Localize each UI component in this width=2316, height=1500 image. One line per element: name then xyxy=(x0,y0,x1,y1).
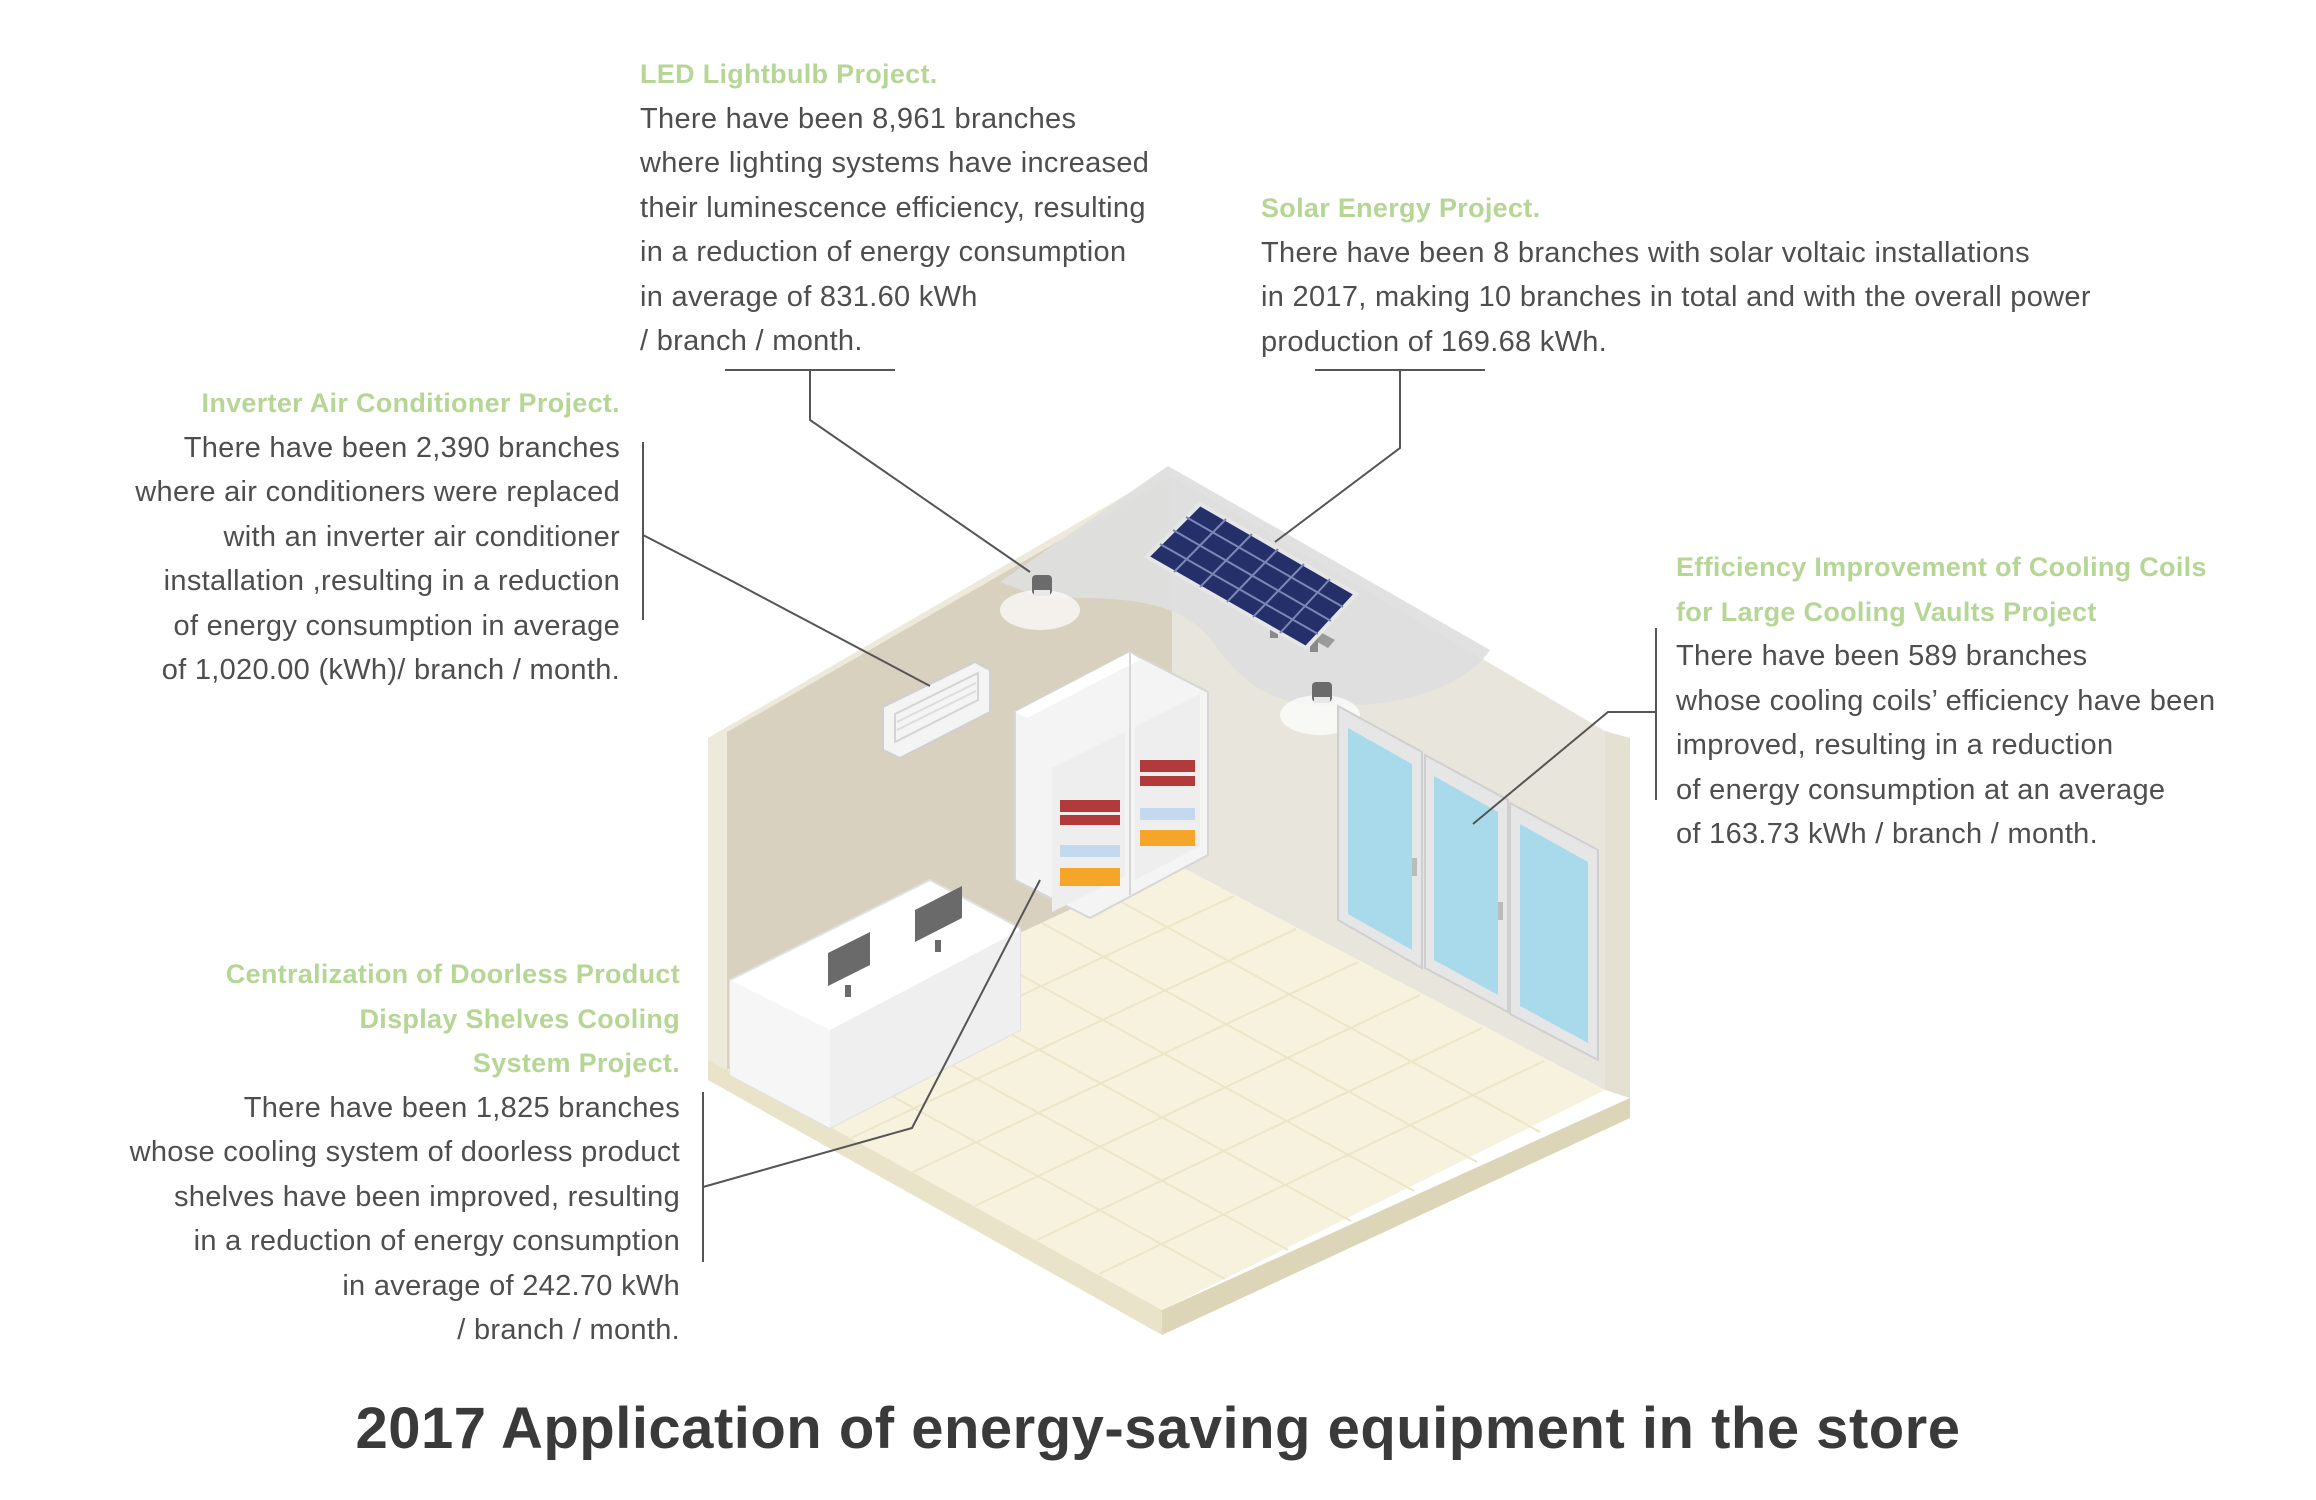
callout-coils-line: of energy consumption at an average xyxy=(1676,773,2166,806)
callout-centralization-line: There have been 1,825 branches xyxy=(243,1091,680,1124)
callout-centralization-title: Display Shelves Cooling xyxy=(359,1003,680,1034)
product-shelves xyxy=(1014,650,1209,920)
callout-solar-line: There have been 8 branches with solar vo… xyxy=(1261,236,2030,269)
callout-coils-line: whose cooling coils’ efficiency have bee… xyxy=(1676,684,2216,717)
callout-solar-energy: Solar Energy Project. There have been 8 … xyxy=(1261,186,2181,364)
callout-inverter-line: of energy consumption in average xyxy=(173,609,620,642)
air-conditioner xyxy=(882,660,991,760)
solar-panel xyxy=(1143,501,1360,652)
ceiling-light-1 xyxy=(1000,575,1080,630)
callout-centralization-line: / branch / month. xyxy=(457,1314,680,1346)
callout-cooling-coils: Efficiency Improvement of Cooling Coils … xyxy=(1676,545,2296,857)
callout-led-line: their luminescence efficiency, resulting xyxy=(640,191,1146,224)
callout-centralization-line: in average of 242.70 kWh xyxy=(342,1269,680,1302)
leader-led-2 xyxy=(809,370,1031,573)
cooling-vault xyxy=(1337,704,1599,1062)
floor-base-left xyxy=(708,1060,1162,1335)
callout-coils-line: of 163.73 kWh / branch / month. xyxy=(1676,818,2098,850)
callout-centralization-shelves: Centralization of Doorless Product Displ… xyxy=(90,952,680,1353)
callout-led-line: in a reduction of energy consumption xyxy=(640,236,1127,268)
callout-coils-title: Efficiency Improvement of Cooling Coils xyxy=(1676,552,2207,582)
callout-led-lightbulb: LED Lightbulb Project. There have been 8… xyxy=(640,52,1200,364)
callout-led-line: / branch / month. xyxy=(640,325,863,357)
leader-solar-2 xyxy=(1274,370,1401,543)
leader-inverter-2 xyxy=(642,534,931,687)
callout-coils-line: improved, resulting in a reduction xyxy=(1676,729,2114,761)
callout-centralization-title: System Project. xyxy=(472,1048,680,1078)
callout-inverter-line: installation ,resulting in a reduction xyxy=(163,565,620,597)
callout-inverter-ac: Inverter Air Conditioner Project. There … xyxy=(100,381,620,693)
callout-centralization-line: shelves have been improved, resulting xyxy=(174,1180,680,1213)
page-title: 2017 Application of energy-saving equipm… xyxy=(355,1396,1961,1461)
callout-coils-line: There have been 589 branches xyxy=(1676,640,2088,672)
checkout-counter xyxy=(729,878,1021,1130)
callout-inverter-line: where air conditioners were replaced xyxy=(135,476,620,508)
callout-solar-line: production of 169.68 kWh. xyxy=(1261,325,1608,358)
callout-led-line: There have been 8,961 branches xyxy=(640,102,1077,135)
callout-solar-line: in 2017, making 10 branches in total and… xyxy=(1261,281,2091,313)
callout-centralization-title: Centralization of Doorless Product xyxy=(225,959,680,989)
callout-centralization-line: whose cooling system of doorless product xyxy=(129,1136,680,1168)
callout-inverter-line: There have been 2,390 branches xyxy=(183,431,620,464)
leader-lines xyxy=(642,369,1657,1262)
callout-led-title: LED Lightbulb Project. xyxy=(640,59,938,89)
callout-inverter-title: Inverter Air Conditioner Project. xyxy=(201,388,620,418)
wall-right-outer xyxy=(1605,731,1630,1098)
callout-coils-title: for Large Cooling Vaults Project xyxy=(1676,596,2097,627)
callout-solar-title: Solar Energy Project. xyxy=(1261,193,1541,223)
callout-led-line: in average of 831.60 kWh xyxy=(640,280,978,313)
callout-centralization-line: in a reduction of energy consumption xyxy=(193,1225,680,1257)
floor-base-right xyxy=(1162,1098,1630,1335)
callout-led-line: where lighting systems have increased xyxy=(640,147,1150,179)
leader-coils-2 xyxy=(1472,711,1656,825)
callout-inverter-line: with an inverter air conditioner xyxy=(223,520,620,553)
leader-centralization-2 xyxy=(702,879,1041,1188)
callout-inverter-line: of 1,020.00 (kWh)/ branch / month. xyxy=(161,654,620,686)
